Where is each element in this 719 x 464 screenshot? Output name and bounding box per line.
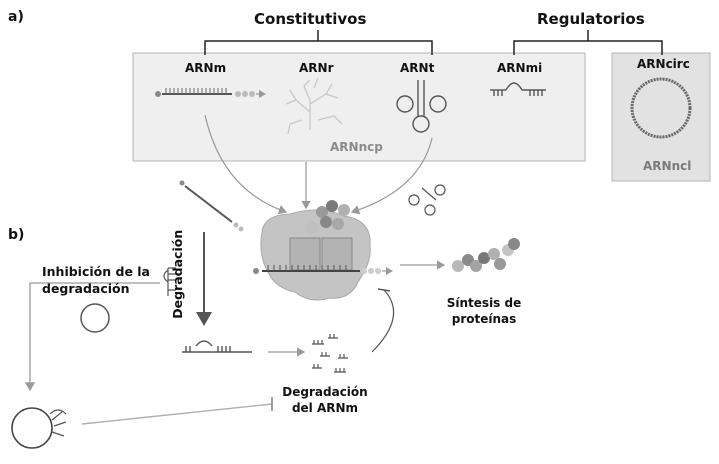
constitutive-bracket [204,30,433,55]
inhibition-line [81,403,273,425]
bottom-circrna [11,407,67,449]
mrna-icon [155,88,266,98]
inhibition-label: Inhibición de la degradación [42,264,150,296]
circrna-icon [630,77,692,139]
circrna-small [80,303,110,333]
mrna-degradation-label: Degradación del ARNm [282,385,368,415]
inhibition-arc [371,289,395,353]
degradation-label: Degradación [170,229,186,319]
mrna-label: ARNm [185,61,227,75]
constitutive-title: Constitutivos [254,10,367,28]
nascent-peptide [306,200,350,234]
trna-icon [396,80,447,133]
trna-label: ARNt [400,61,435,75]
ncp-label: ARNncp [330,140,383,154]
panel-a-label: a) [8,9,24,25]
mrna-fragments [312,334,348,373]
regulatory-bracket [513,30,663,55]
protein-chain [452,238,520,272]
mirna-sponge-small [163,267,176,296]
ncl-box [611,52,711,182]
bound-mrna-icon [182,340,252,353]
panel-b-label: b) [8,227,25,243]
inhibition-path [24,282,160,392]
ribosome [253,200,393,301]
rrna-icon [285,77,343,135]
protein-synthesis-label: Síntesis de proteínas [446,296,522,326]
ncp-box [132,52,586,162]
arrow-mrna [204,114,288,215]
free-trna-icon [408,184,446,216]
arrow-trna [350,137,433,215]
free-mrna-icon [179,180,244,232]
mirna-icon [490,82,546,96]
mirna-label: ARNmi [497,61,543,75]
regulatory-title: Regulatorios [537,10,645,28]
rrna-label: ARNr [299,61,334,75]
ncl-label: ARNncl [643,159,692,173]
circrna-label: ARNcirc [637,57,690,71]
